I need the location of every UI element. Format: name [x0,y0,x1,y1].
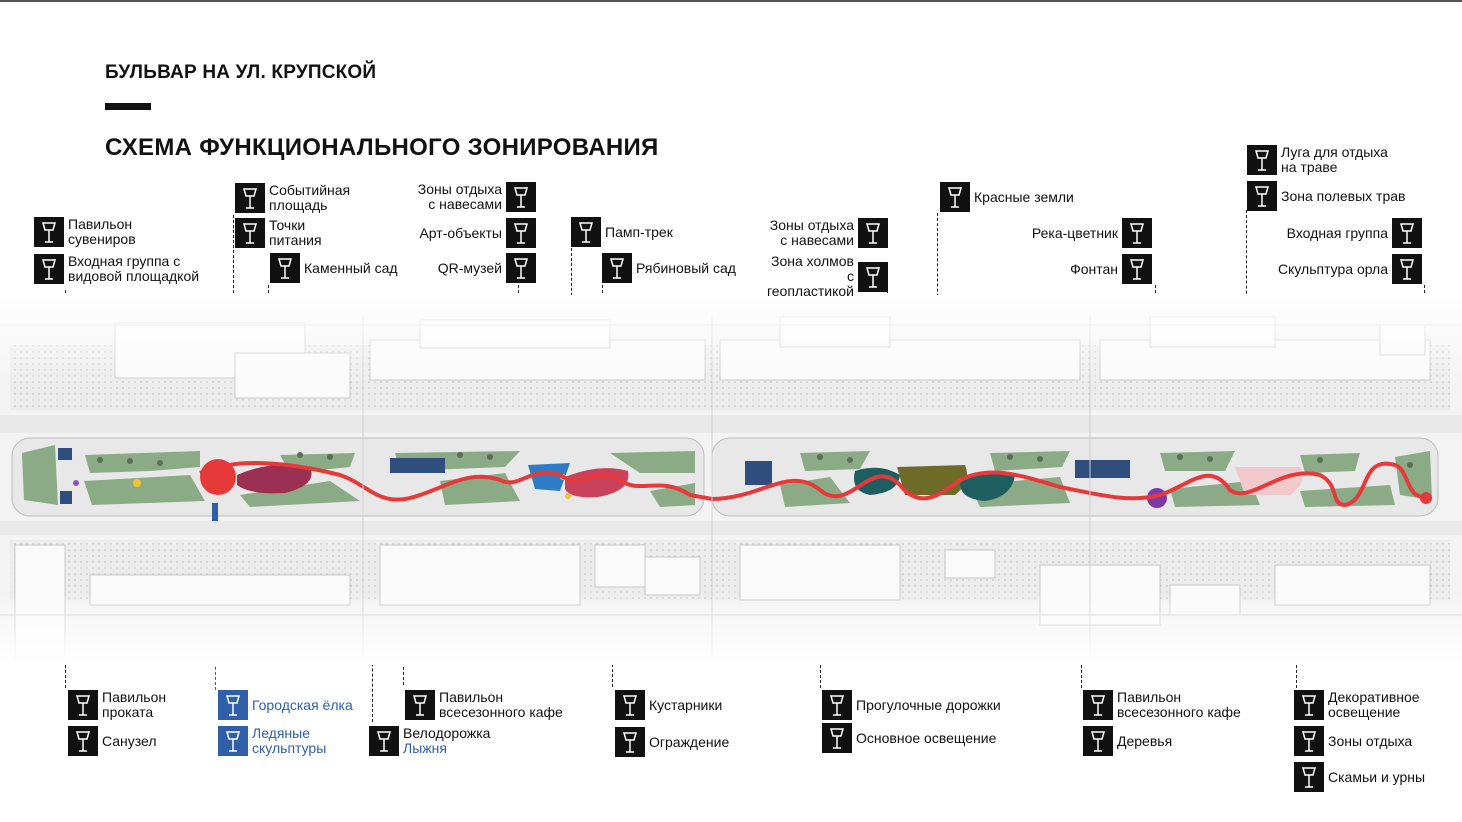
bike-path-text: Велодорожка [403,725,491,741]
street-lamp-icon [822,723,852,753]
label-rest-zones-canopies: Зоны отдыха с навесами [412,182,536,212]
label-hills-zone: Зона холмов с геопластикой [762,254,888,299]
street-lamp-icon [1294,762,1324,792]
label-restroom: Санузел [68,726,157,756]
label-stone-garden: Каменный сад [270,253,398,283]
street-lamp-icon [68,690,98,720]
label-rowan-garden: Рябиновый сад [602,253,736,283]
street-lamp-icon [369,726,399,756]
street-lamp-icon [506,182,536,212]
street-lamp-icon [1294,690,1324,720]
street-lamp-icon [615,690,645,720]
street-lamp-icon [858,218,888,248]
street-lamp-icon [858,261,888,292]
accent-bar [105,103,151,110]
label-main-lighting: Основное освещение [822,723,996,753]
label-trees: Деревья [1083,726,1172,756]
street-lamp-icon [602,253,632,283]
label-bike-path: Велодорожка Лыжня [369,726,490,756]
street-lamp-icon [405,690,435,720]
street-lamp-icon [1247,145,1277,175]
label-red-lands: Красные земли [940,182,1074,212]
label-city-tree: Городская ёлка [218,690,353,720]
label-rest-zones-canopies-2: Зоны отдыха с навесами [764,218,888,248]
street-lamp-icon [68,726,98,756]
label-entrance-viewpoint: Входная группа с видовой площадкой [34,254,228,284]
street-lamp-icon [940,182,970,212]
label-pump-track: Памп-трек [571,217,673,247]
street-lamp-icon [1247,181,1277,211]
street-lamp-icon [1083,726,1113,756]
street-lamp-icon [218,726,248,756]
street-lamp-icon [506,253,536,283]
label-ice-sculptures: Ледяные скульптуры [218,726,342,756]
street-lamp-icon [235,183,265,213]
street-lamp-icon [1122,254,1152,284]
label-field-grass-zone: Зона полевых трав [1247,181,1405,211]
street-lamp-icon [218,690,248,720]
street-lamp-icon [1122,218,1152,248]
ski-track-text: Лыжня [403,740,447,756]
label-cafe-pavilion: Павильон всесезонного кафе [405,690,579,720]
street-lamp-icon [34,217,64,247]
street-lamp-icon [235,218,265,248]
site-plan-map [0,295,1462,665]
label-benches-bins: Скамьи и урны [1294,762,1425,792]
top-border-line [0,0,1462,2]
label-souvenir-pavilion: Павильон сувениров [34,217,148,247]
label-fountain: Фонтан [1070,254,1152,284]
label-eagle-sculpture: Скульптура орла [1278,254,1422,284]
label-cafe-pavilion-2: Павильон всесезонного кафе [1083,690,1257,720]
label-art-objects: Арт-объекты [419,218,536,248]
label-qr-museum: QR-музей [438,253,536,283]
street-lamp-icon [34,254,64,284]
label-rental-pavilion: Павильон проката [68,690,182,720]
label-food-points: Точки питания [235,218,339,248]
street-lamp-icon [1392,218,1422,248]
street-lamp-icon [615,727,645,757]
street-lamp-icon [1294,726,1324,756]
label-meadows: Луга для отдыха на траве [1247,145,1401,175]
street-lamp-icon [506,218,536,248]
street-lamp-icon [571,217,601,247]
label-flower-river: Река-цветник [1032,218,1152,248]
label-event-square: Событийная площадь [235,183,359,213]
street-lamp-icon [1083,690,1113,720]
street-lamp-icon [1392,254,1422,284]
street-lamp-icon [270,253,300,283]
page-subtitle: БУЛЬВАР НА УЛ. КРУПСКОЙ [105,62,377,83]
label-rest-zones: Зоны отдыха [1294,726,1412,756]
label-shrubs: Кустарники [615,690,722,720]
label-fencing: Ограждение [615,727,729,757]
label-decorative-lighting: Декоративное освещение [1294,690,1438,720]
label-entrance-group: Входная группа [1287,218,1422,248]
page-title: СХЕМА ФУНКЦИОНАЛЬНОГО ЗОНИРОВАНИЯ [105,134,659,161]
street-lamp-icon [822,690,852,720]
label-walking-paths: Прогулочные дорожки [822,690,1001,720]
